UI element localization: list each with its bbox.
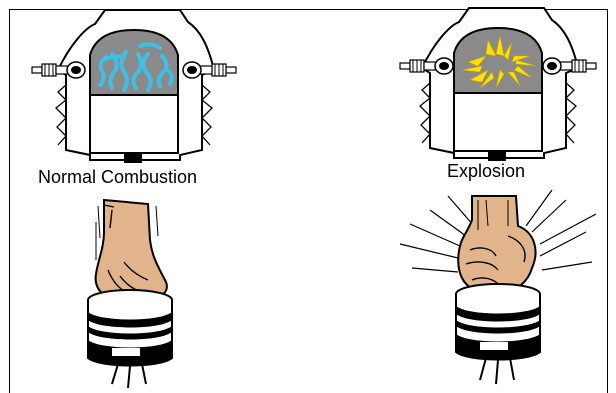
caption-explosion: Explosion [447, 161, 525, 182]
engine-explosion [400, 8, 596, 161]
hand-icon [96, 200, 167, 302]
engine-normal [32, 10, 236, 163]
piston-icon [456, 284, 540, 384]
caption-normal-combustion: Normal Combustion [38, 167, 197, 188]
fist-icon [458, 196, 535, 294]
piston-icon [88, 290, 172, 388]
